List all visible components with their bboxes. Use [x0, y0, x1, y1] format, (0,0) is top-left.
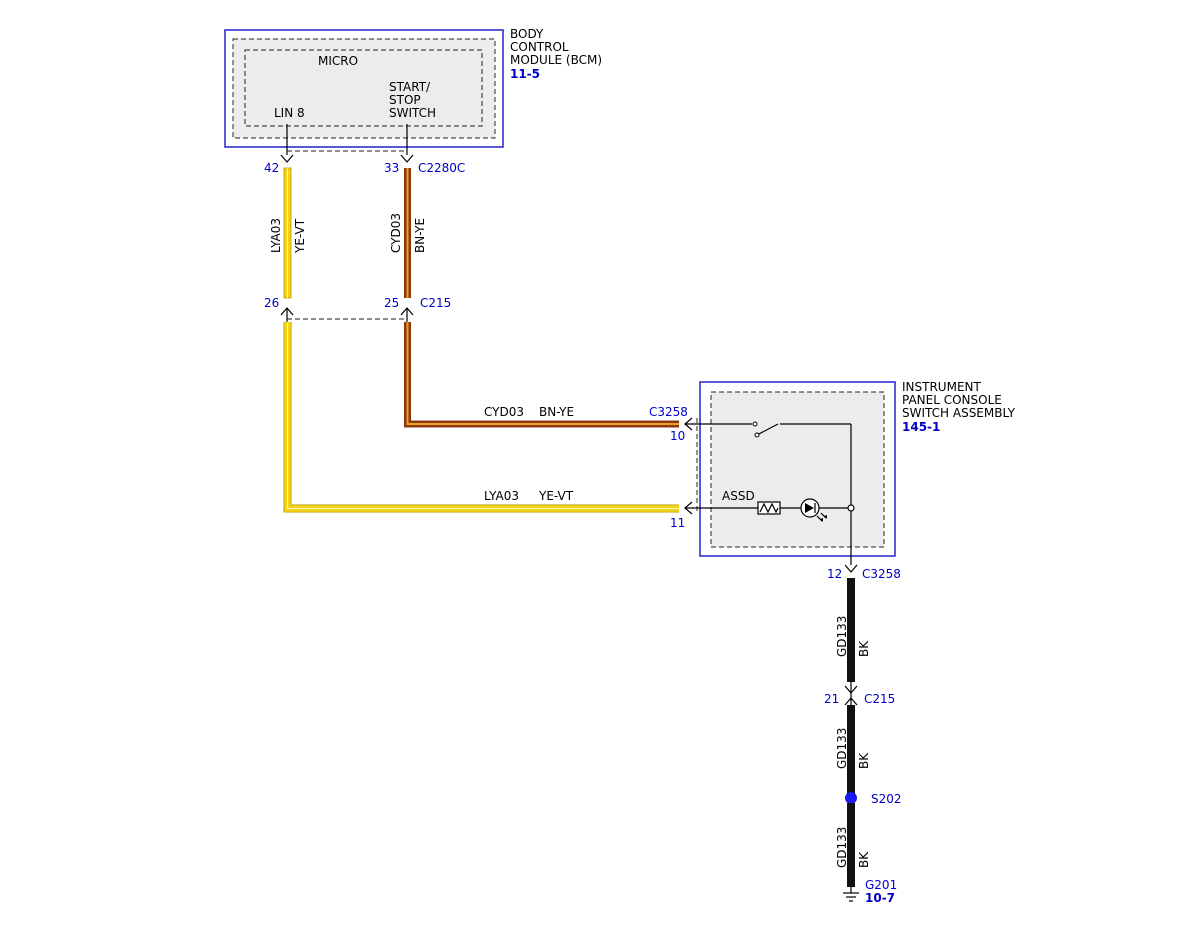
bcm-ref-link[interactable]: 11-5 — [510, 67, 540, 81]
switch-assembly-title-1: INSTRUMENT — [902, 380, 981, 394]
start-stop-label-3: SWITCH — [389, 106, 436, 120]
pin-21: 21 — [824, 692, 839, 706]
pin-12-arrow — [844, 564, 858, 573]
wire-cyd03-lower-color: BN-YE — [539, 405, 574, 419]
wire-cyd03-upper[interactable] — [404, 168, 411, 298]
ground-g201-label[interactable]: G201 — [865, 878, 897, 892]
wire-gd133-segment-2[interactable] — [847, 705, 855, 796]
bcm-title-2: CONTROL — [510, 40, 569, 54]
switch-assembly-title-2: PANEL CONSOLE — [902, 393, 1002, 407]
wire-cyd03-upper-color: BN-YE — [413, 218, 427, 253]
wire-lya03-upper-circuit: LYA03 — [269, 218, 283, 253]
switch-assembly-ref-link[interactable]: 145-1 — [902, 420, 940, 434]
wire-gd133-seg3-circuit: GD133 — [835, 827, 849, 868]
pin-10: 10 — [670, 429, 685, 443]
lin-label: LIN 8 — [274, 106, 305, 120]
pin-11: 11 — [670, 516, 685, 530]
start-stop-label-2: STOP — [389, 93, 421, 107]
led-icon — [800, 498, 848, 522]
splice-s202-dot[interactable] — [845, 792, 857, 804]
pin-42: 42 — [264, 161, 279, 175]
switch-icon — [685, 421, 852, 505]
wire-cyd03-lower[interactable] — [404, 322, 680, 428]
c215-ground-arrows — [844, 682, 858, 708]
switch-assembly-title-3: SWITCH ASSEMBLY — [902, 406, 1016, 420]
wire-gd133-seg3-color: BK — [857, 851, 871, 868]
wire-cyd03-upper-circuit: CYD03 — [389, 213, 403, 253]
wire-gd133-seg2-circuit: GD133 — [835, 728, 849, 769]
connector-c3258-ground[interactable]: C3258 — [862, 567, 901, 581]
pin-12: 12 — [827, 567, 842, 581]
c215-top-arrows — [280, 307, 414, 322]
assd-label: ASSD — [722, 489, 755, 503]
wire-cyd03-lower-circuit: CYD03 — [484, 405, 524, 419]
pin-25: 25 — [384, 296, 399, 310]
connector-c3258-switch[interactable]: C3258 — [649, 405, 688, 419]
wire-gd133-seg2-color: BK — [857, 752, 871, 769]
micro-label: MICRO — [318, 54, 358, 68]
connector-c215-top[interactable]: C215 — [420, 296, 451, 310]
connector-c2280c[interactable]: C2280C — [418, 161, 465, 175]
splice-s202-label[interactable]: S202 — [871, 792, 902, 806]
wire-gd133-seg1-color: BK — [857, 640, 871, 657]
pin-33: 33 — [384, 161, 399, 175]
wire-lya03-lower-color: YE-VT — [538, 489, 574, 503]
ground-icon — [843, 887, 859, 902]
wire-gd133-segment-1[interactable] — [847, 578, 855, 682]
ground-ref-link[interactable]: 10-7 — [865, 891, 895, 905]
wire-lya03-upper-color: YE-VT — [293, 218, 307, 254]
wire-lya03-lower-circuit: LYA03 — [484, 489, 519, 503]
wire-gd133-seg1-circuit: GD133 — [835, 616, 849, 657]
wire-lya03-upper[interactable] — [283, 167, 292, 299]
wire-lya03-lower[interactable] — [283, 322, 680, 513]
bcm-pin-arrows — [280, 154, 414, 163]
connector-c215-ground[interactable]: C215 — [864, 692, 895, 706]
start-stop-label-1: START/ — [389, 80, 431, 94]
bcm-module[interactable]: MICRO LIN 8 START/ STOP SWITCH — [224, 29, 504, 155]
resistor-icon — [685, 501, 801, 515]
bcm-title-1: BODY — [510, 27, 544, 41]
pin-26: 26 — [264, 296, 279, 310]
switch-assembly-module[interactable]: ASSD — [684, 381, 896, 565]
wire-gd133-segment-3[interactable] — [847, 803, 855, 887]
bcm-title-3: MODULE (BCM) — [510, 53, 602, 67]
